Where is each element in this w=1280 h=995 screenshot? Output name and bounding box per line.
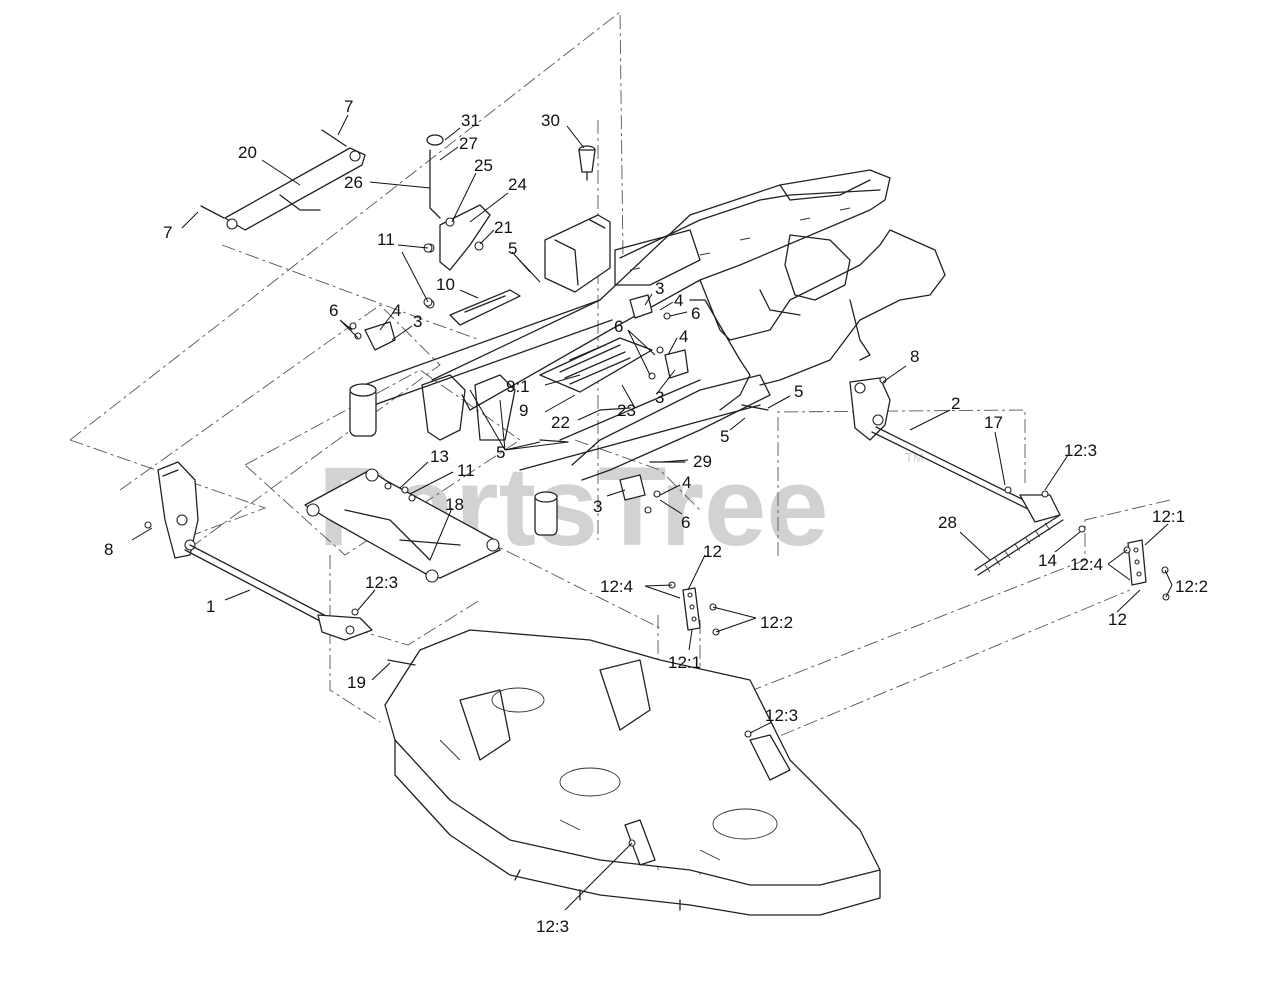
- part-18-linkage: [304, 468, 501, 583]
- callout-14: 14: [1038, 551, 1057, 570]
- callout-30: 30: [541, 111, 560, 130]
- callout-29: 29: [693, 452, 712, 471]
- callout-6-center: 6: [614, 317, 623, 336]
- frame-channel: [349, 299, 613, 536]
- part-1-rod: [184, 544, 373, 641]
- callout-3-left: 3: [413, 312, 422, 331]
- part-10-bar: [449, 289, 521, 326]
- right-lift-bracket: [849, 377, 891, 441]
- callout-9-1: 9:1: [506, 377, 530, 396]
- leader-lines: [131, 114, 1173, 911]
- main-frame: [431, 169, 946, 481]
- callout-12-right-lower: 12: [1108, 610, 1127, 629]
- mower-deck: [384, 629, 881, 916]
- callout-3-center-top: 3: [655, 279, 664, 298]
- part-12-plates: [682, 539, 1147, 631]
- part-30-knob: [578, 145, 596, 181]
- callout-7-left: 7: [163, 223, 172, 242]
- callout-13: 13: [430, 447, 449, 466]
- callout-6-center-top: 6: [691, 304, 700, 323]
- callout-10: 10: [436, 275, 455, 294]
- callout-22: 22: [551, 413, 570, 432]
- callout-31: 31: [461, 111, 480, 130]
- callout-3-center: 3: [655, 388, 664, 407]
- callout-11-top: 11: [377, 230, 395, 249]
- callout-17: 17: [984, 413, 1003, 432]
- callout-20: 20: [238, 143, 257, 162]
- callout-4-lower: 4: [682, 473, 691, 492]
- console-bracket: [544, 214, 611, 293]
- callout-labels: 7 31 30 27 20 25 26 24 7 11 21 5 10 6 4 …: [104, 97, 1208, 936]
- callout-9: 9: [519, 401, 528, 420]
- callout-7-top: 7: [344, 97, 353, 116]
- callout-3-lower: 3: [593, 497, 602, 516]
- callout-12-1-right: 12:1: [1152, 507, 1185, 526]
- callout-12-4-right: 12:4: [1070, 555, 1103, 574]
- callout-25: 25: [474, 156, 493, 175]
- callout-23: 23: [617, 401, 636, 420]
- part-28-spring: [974, 514, 1064, 576]
- part-2-rod: [871, 426, 1061, 523]
- callout-5-top: 5: [508, 239, 517, 258]
- callout-12-center: 12: [703, 542, 722, 561]
- callout-8-left: 8: [104, 540, 113, 559]
- callout-2: 2: [951, 394, 960, 413]
- callout-5-lower: 5: [720, 427, 729, 446]
- callout-26: 26: [344, 173, 363, 192]
- callout-12-4-center: 12:4: [600, 577, 633, 596]
- callout-5-left: 5: [496, 443, 505, 462]
- callout-11-mid: 11: [457, 461, 475, 480]
- callout-12-1-center: 12:1: [668, 653, 701, 672]
- callout-8-right: 8: [910, 347, 919, 366]
- callout-12-2-center: 12:2: [760, 613, 793, 632]
- hardware: [144, 243, 1170, 738]
- callout-5-right: 5: [794, 382, 803, 401]
- callout-4-center-top: 4: [674, 291, 683, 310]
- callout-12-3-bottom: 12:3: [536, 917, 569, 936]
- part-20-lever: [224, 147, 366, 231]
- callout-27: 27: [459, 134, 478, 153]
- left-lift-bracket: [157, 461, 199, 559]
- callout-21: 21: [494, 218, 513, 237]
- callout-4-left: 4: [392, 301, 401, 320]
- part-7-pins: [200, 129, 347, 219]
- callout-12-2-right: 12:2: [1175, 577, 1208, 596]
- callout-12-3-deck: 12:3: [765, 706, 798, 725]
- callout-12-3-left: 12:3: [365, 573, 398, 592]
- callout-6-left: 6: [329, 301, 338, 320]
- callout-4-center: 4: [679, 327, 688, 346]
- callout-28: 28: [938, 513, 957, 532]
- part-9-panel: [539, 337, 653, 393]
- callout-1: 1: [206, 597, 215, 616]
- callout-18: 18: [445, 495, 464, 514]
- callout-19: 19: [347, 673, 366, 692]
- callout-6-lower: 6: [681, 513, 690, 532]
- callout-12-3-right: 12:3: [1064, 441, 1097, 460]
- callout-24: 24: [508, 175, 527, 194]
- watermark-trademark: TM: [905, 450, 924, 465]
